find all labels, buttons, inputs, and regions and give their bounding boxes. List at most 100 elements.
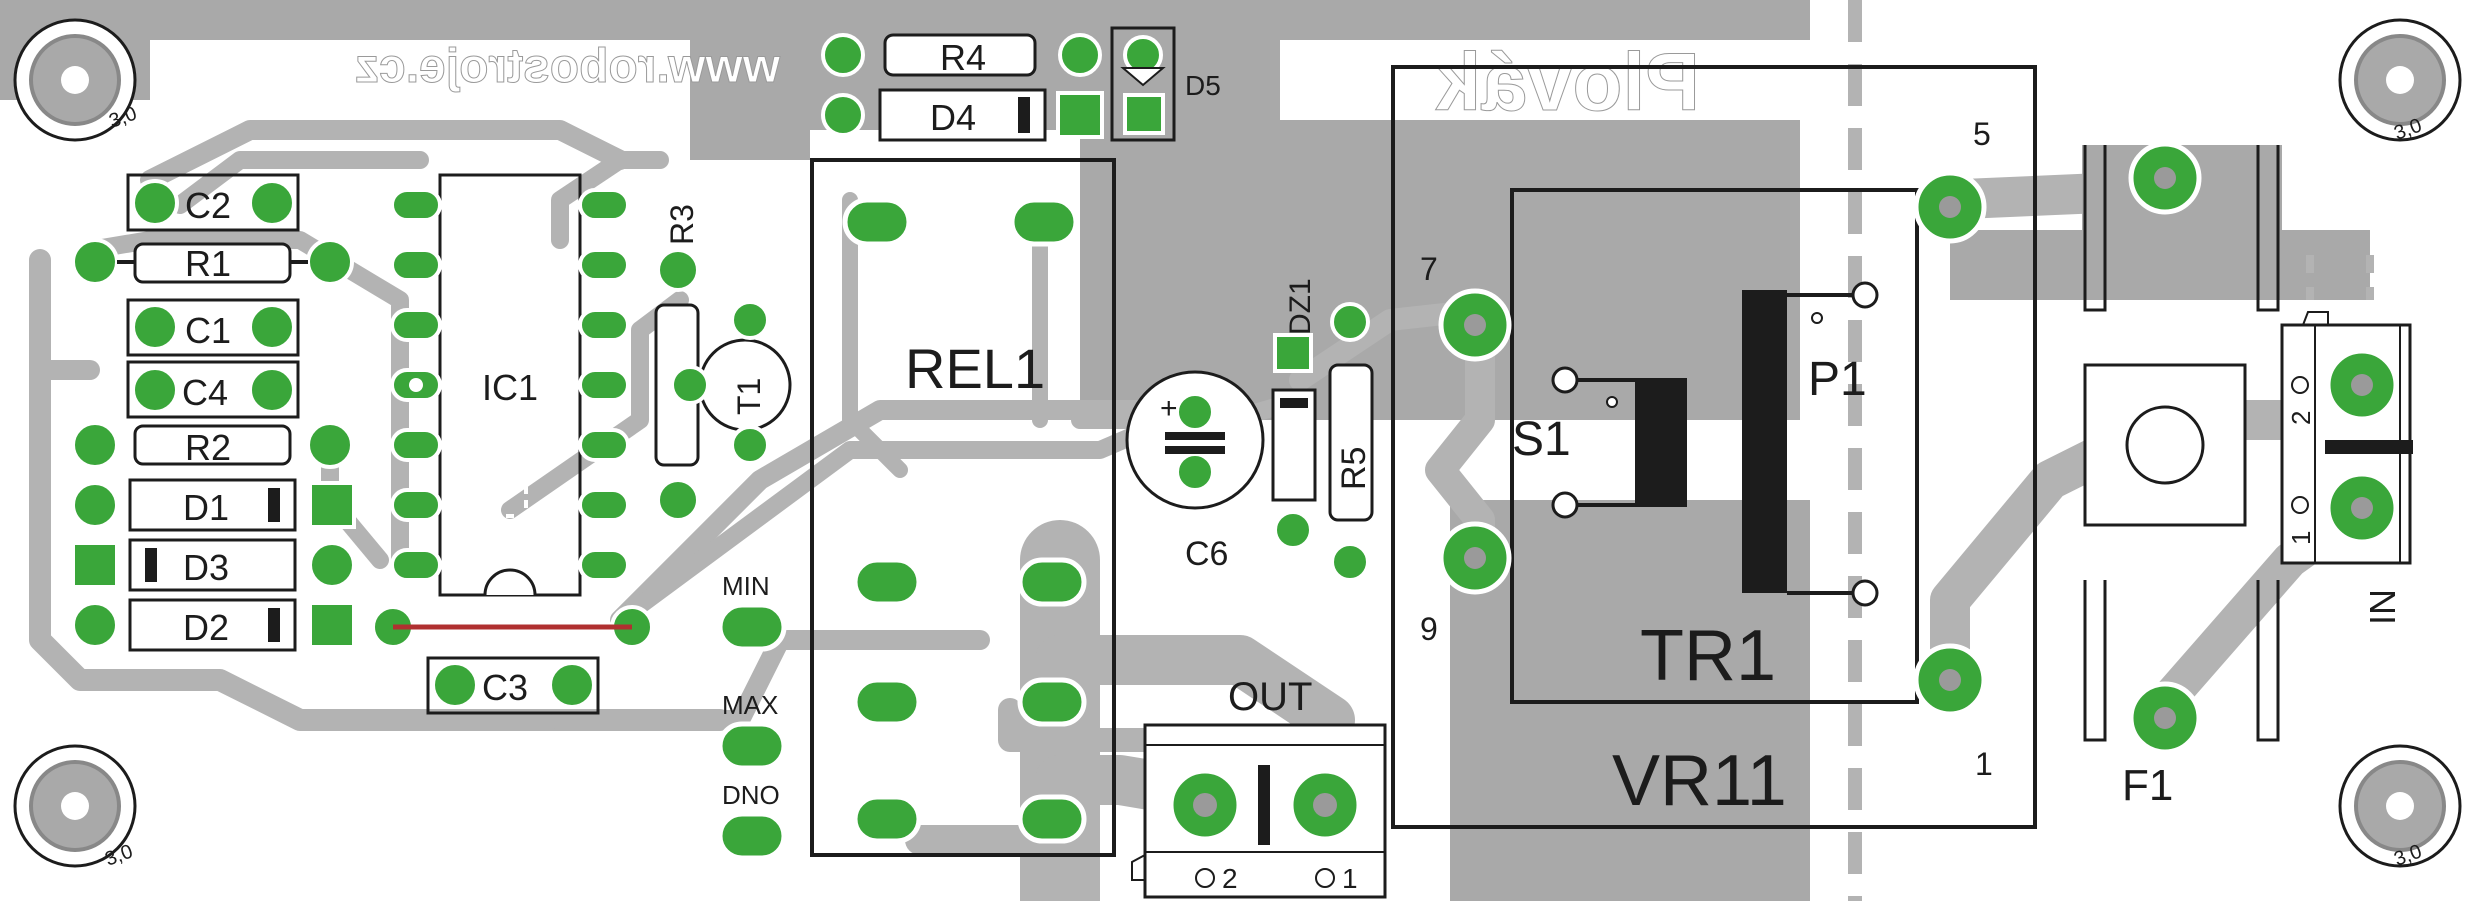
mounting-hole-bottom-right: 3,0	[2338, 744, 2462, 871]
c1-label: C1	[185, 310, 231, 351]
pad	[131, 303, 179, 351]
ic1-chip-marker	[488, 478, 528, 518]
c6-polarity: +	[1160, 392, 1178, 425]
mounting-hole-top-left: 3,0	[13, 18, 140, 142]
d4-cathode-band	[1018, 97, 1030, 133]
pad	[1175, 392, 1215, 432]
d3-cathode-band	[145, 548, 157, 582]
pad	[431, 661, 479, 709]
r3-label: R3	[664, 204, 700, 245]
r5-label: R5	[1335, 447, 1373, 490]
f1-pad-hole	[2154, 707, 2176, 729]
in-pad-hole	[2351, 374, 2373, 396]
dz1-body	[1271, 388, 1317, 502]
s1-label: S1	[1512, 413, 1571, 466]
tr1-label: TR1	[1640, 616, 1776, 696]
dz1-cathode-band	[1280, 398, 1308, 408]
in-pin2-label: 2	[2286, 411, 2316, 425]
min-pad	[717, 602, 787, 652]
ic1-notch	[483, 568, 537, 596]
pad	[1056, 91, 1104, 139]
c6-plate	[1165, 432, 1225, 440]
pad	[308, 541, 356, 589]
p1-terminal	[1851, 579, 1879, 607]
out-label: OUT	[1228, 675, 1312, 719]
tr1-pad-hole	[1939, 196, 1961, 218]
pad	[1330, 302, 1370, 342]
r4-body	[883, 33, 1037, 77]
r1-label: R1	[185, 243, 231, 284]
pad	[71, 601, 119, 649]
d5-symbol	[1120, 67, 1166, 87]
dno-label: DNO	[722, 780, 780, 810]
out-pin-marker	[1195, 868, 1215, 888]
f1-pad-hole	[2154, 167, 2176, 189]
pad	[71, 541, 119, 589]
in-pin-marker	[2291, 376, 2309, 394]
r1-body	[133, 242, 292, 284]
s1-core	[1635, 380, 1685, 505]
out-terminal-key	[1131, 854, 1146, 881]
out-pad-1-hole	[1313, 793, 1337, 817]
pad	[1273, 510, 1313, 550]
pad	[308, 481, 356, 529]
d2-cathode-band	[268, 608, 280, 642]
s1-terminal	[1551, 491, 1579, 519]
pad	[71, 421, 119, 469]
dz1-label: DZ1	[1284, 278, 1317, 335]
pad	[248, 179, 296, 227]
p1-core	[1742, 290, 1787, 593]
rel1-outline	[810, 158, 1116, 857]
d1-label: D1	[183, 487, 229, 528]
out-pad-2-hole	[1193, 793, 1217, 817]
out-pin1-label: 1	[1342, 863, 1358, 894]
rel1-pads	[842, 197, 1087, 844]
rel1-label: REL1	[905, 337, 1045, 400]
r2-body	[133, 424, 292, 466]
pad	[821, 93, 865, 137]
pad	[656, 248, 700, 292]
f1-fuse-holder	[2082, 145, 2282, 742]
pin1-label: 1	[1975, 746, 1993, 782]
out-terminal-separator	[1258, 765, 1270, 845]
out-pin2-label: 2	[1222, 863, 1238, 894]
pad	[248, 303, 296, 351]
c6-label: C6	[1185, 535, 1228, 573]
tr1-pad-hole	[1939, 669, 1961, 691]
board-title-text: Plovák	[1435, 37, 1700, 128]
in-terminal-key	[2302, 311, 2329, 326]
mounting-hole-top-right: 3,0	[2338, 18, 2462, 145]
p1-dot	[1811, 312, 1823, 324]
pad	[1175, 452, 1215, 492]
min-label: MIN	[722, 571, 770, 601]
p1-terminal	[1851, 281, 1879, 309]
tr1-pad-hole	[1464, 547, 1486, 569]
website-text: www.robostroje.cz	[355, 40, 781, 93]
c6-plate	[1165, 446, 1225, 454]
c4-label: C4	[182, 372, 228, 413]
vr11-label: VR11	[1612, 741, 1787, 821]
d5-label: D5	[1185, 70, 1221, 101]
c1-outline	[126, 298, 300, 357]
out-pin-marker	[1315, 868, 1335, 888]
c4-outline	[126, 360, 300, 419]
pad	[730, 300, 770, 340]
d4-body	[878, 88, 1047, 142]
t1-label: T1	[731, 378, 767, 415]
pin9-label: 9	[1420, 611, 1438, 647]
pad	[1123, 93, 1165, 135]
d1-cathode-band	[268, 488, 280, 522]
pad	[248, 366, 296, 414]
d1-body	[128, 478, 297, 532]
d3-body	[128, 538, 297, 592]
pin5-label: 5	[1973, 116, 1991, 152]
dno-pad	[717, 811, 787, 861]
pad	[1273, 333, 1313, 373]
d5-outline	[1110, 26, 1176, 142]
pad	[821, 33, 865, 77]
vr11-outline	[1391, 65, 2037, 829]
pin7-label: 7	[1420, 251, 1438, 287]
tr1-pad-hole	[1464, 314, 1486, 336]
c3-label: C3	[482, 667, 528, 708]
